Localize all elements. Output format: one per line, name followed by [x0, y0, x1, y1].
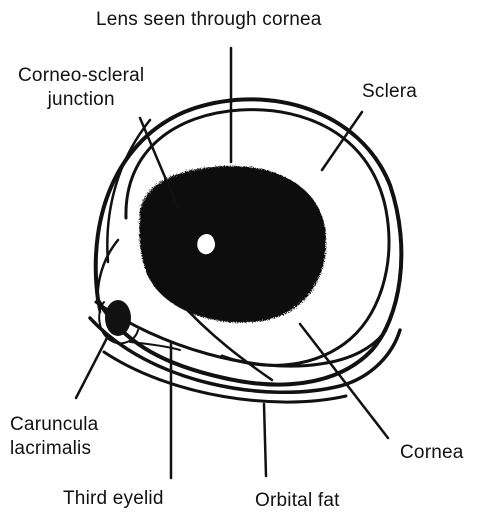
lens-mass: [139, 166, 326, 323]
label-caruncula-lacrimalis: Caruncula lacrimalis: [10, 413, 98, 461]
label-lens-seen-through-cornea: Lens seen through cornea: [96, 8, 322, 32]
leader-sclera: [322, 112, 362, 170]
label-third-eyelid: Third eyelid: [63, 487, 164, 511]
label-sclera: Sclera: [362, 80, 417, 104]
label-corneo-scleral-junction: Corneo-scleral junction: [18, 64, 144, 112]
label-orbital-fat: Orbital fat: [255, 489, 340, 513]
label-cornea: Cornea: [400, 441, 464, 465]
leader-orbital-fat: [264, 404, 266, 476]
caruncula-shape: [105, 300, 131, 336]
leader-caruncula: [76, 336, 108, 398]
